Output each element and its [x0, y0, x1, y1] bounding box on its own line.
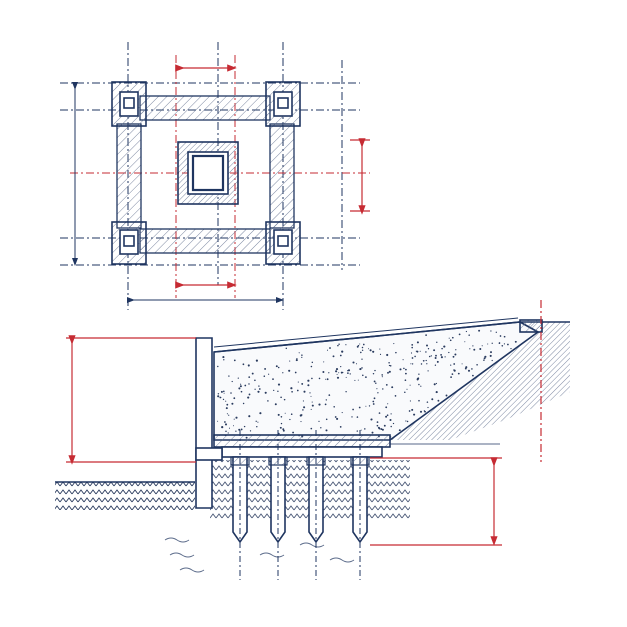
pile-cap [195, 434, 391, 461]
section-view [55, 300, 570, 580]
column-cap [265, 221, 301, 265]
plan-dimension-lines [72, 82, 284, 303]
plan-red-dimensions [175, 64, 370, 289]
plan-view [60, 42, 370, 310]
backfill-texture [217, 329, 517, 439]
retaining-wall [195, 337, 213, 509]
column-cap [265, 81, 301, 127]
column-cap [111, 81, 147, 127]
column-cap [111, 221, 147, 265]
approach-slab [213, 317, 570, 353]
ground-left [55, 481, 195, 510]
central-opening [177, 141, 239, 205]
section-grid-lines [239, 430, 361, 580]
section-red-dimensions [66, 300, 542, 546]
